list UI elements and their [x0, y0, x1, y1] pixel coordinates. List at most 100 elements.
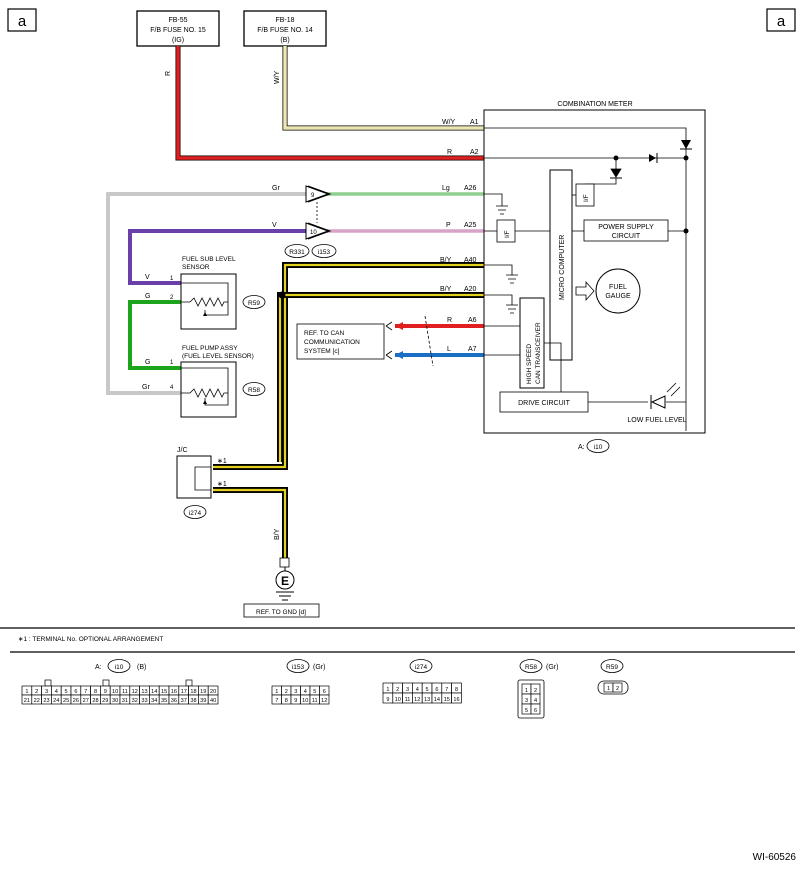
svg-text:GAUGE: GAUGE: [605, 293, 631, 300]
connector-key: [185, 679, 193, 687]
svg-text:FUEL PUMP ASSY: FUEL PUMP ASSY: [182, 345, 238, 352]
svg-text:A:: A:: [95, 664, 102, 671]
connector-pin-label: 27: [83, 698, 89, 704]
svg-text:CIRCUIT: CIRCUIT: [612, 233, 641, 240]
svg-text:(B): (B): [137, 664, 146, 671]
wire-label-by3: B/Y: [274, 528, 281, 540]
connector-pin-label: 5: [525, 708, 528, 714]
connector-pin-label: 19: [200, 689, 206, 695]
svg-text:a: a: [777, 13, 786, 30]
can-reference: REF. TO CAN COMMUNICATION SYSTEM [c]: [296, 323, 385, 360]
connector-pin-label: 25: [63, 698, 69, 704]
connector-pin-label: 20: [210, 689, 216, 695]
connector-pin-label: 1: [275, 689, 278, 695]
connector-pin-label: 10: [302, 698, 308, 704]
wire-v: [128, 229, 308, 285]
connector-pin-label: 2: [616, 686, 619, 692]
wire-label-v: V: [272, 222, 277, 229]
svg-text:R59: R59: [606, 664, 618, 671]
connector-pin-label: 28: [92, 698, 98, 704]
wire-label-l: L: [447, 346, 451, 353]
connector-pin-label: 22: [34, 698, 40, 704]
connector-pin-label: 16: [171, 689, 177, 695]
svg-text:R58: R58: [525, 664, 537, 671]
connector-pin-label: 10: [112, 689, 118, 695]
wire-label-by1: B/Y: [440, 257, 452, 264]
wire-gr: [106, 192, 308, 395]
svg-text:a: a: [18, 13, 27, 30]
connector-pin-label: 23: [43, 698, 49, 704]
connector-pin-cell: [530, 703, 541, 715]
wire-can-l: [395, 351, 484, 359]
connector-pin-label: 6: [74, 689, 77, 695]
connector-pin-label: 5: [65, 689, 68, 695]
wire-label-p: P: [446, 222, 451, 229]
connector-pin-label: 17: [181, 689, 187, 695]
svg-text:J/C: J/C: [177, 447, 188, 454]
connector-pin-label: 4: [55, 689, 58, 695]
connector-pin-label: 12: [414, 697, 420, 703]
connector-pin-label: 3: [406, 687, 409, 693]
connector-pin-label: 8: [455, 687, 458, 693]
terminal-a1: A1: [470, 119, 479, 126]
svg-text:R58: R58: [248, 387, 260, 394]
svg-text:i274: i274: [189, 510, 202, 517]
connector-pin-label: 34: [151, 698, 157, 704]
connector-pin-label: 14: [434, 697, 440, 703]
connector-pin-label: 9: [386, 697, 389, 703]
svg-text:(Gr): (Gr): [313, 664, 325, 671]
fuse-fb18: FB-18 F/B FUSE NO. 14 (B): [243, 10, 327, 47]
svg-text:∗1: ∗1: [217, 481, 227, 488]
joint-connector: 9 10 R331 i153: [284, 185, 337, 258]
svg-text:(B): (B): [280, 37, 289, 44]
svg-text:SENSOR: SENSOR: [182, 264, 210, 271]
twisted-pair-mark: [424, 315, 434, 367]
terminal-a25: A25: [464, 222, 477, 229]
svg-text:FB-18: FB-18: [275, 17, 294, 24]
svg-text:F/B FUSE NO. 15: F/B FUSE NO. 15: [150, 27, 206, 34]
connector-pin-label: 14: [151, 689, 157, 695]
svg-text:COMMUNICATION: COMMUNICATION: [304, 339, 360, 346]
connector-pin-label: 32: [132, 698, 138, 704]
connector-pin-label: 39: [200, 698, 206, 704]
svg-text:F/B FUSE NO. 14: F/B FUSE NO. 14: [257, 27, 313, 34]
connector-pin-label: 8: [285, 698, 288, 704]
svg-text:SYSTEM [c]: SYSTEM [c]: [304, 348, 340, 355]
terminal-a6: A6: [468, 317, 477, 324]
connector-pin-label: 12: [321, 698, 327, 704]
connector-pin-label: 36: [171, 698, 177, 704]
wire-red-a2: [175, 46, 484, 161]
connector-pin-label: 1: [607, 686, 610, 692]
connector-pin-label: 6: [435, 687, 438, 693]
svg-text:(Gr): (Gr): [546, 664, 558, 671]
terminal-a2: A2: [470, 149, 479, 156]
connector-pin-label: 1: [386, 687, 389, 693]
svg-text:A:: A:: [578, 444, 585, 451]
wire-label-by2: B/Y: [440, 286, 452, 293]
svg-text:E: E: [281, 574, 289, 588]
svg-text:R59: R59: [248, 300, 260, 307]
connector-pin-label: 15: [444, 697, 450, 703]
corner-label-left: a: [7, 8, 37, 32]
connector-pin-label: 7: [445, 687, 448, 693]
connector-pin-label: 1: [525, 688, 528, 694]
svg-text:REF. TO CAN: REF. TO CAN: [304, 330, 345, 337]
connector-pin-label: 11: [405, 697, 411, 703]
connector-pin-label: 18: [190, 689, 196, 695]
connector-pin-label: 9: [294, 698, 297, 704]
svg-text:HIGH SPEED: HIGH SPEED: [526, 344, 533, 384]
connector-pin-label: 4: [304, 689, 307, 695]
wire-label-r2: R: [447, 149, 452, 156]
connector-pin-label: 38: [190, 698, 196, 704]
connector-key: [102, 679, 110, 687]
connector-pin-label: 8: [94, 689, 97, 695]
connector-pin-label: 11: [312, 698, 318, 704]
wire-by: [213, 262, 484, 560]
joint-connector-jc: J/C ∗1 ∗1 i274: [176, 447, 227, 519]
connector-pin-label: 3: [45, 689, 48, 695]
wire-label-wy-vertical: W/Y: [274, 70, 281, 84]
connector-pin-label: 6: [323, 689, 326, 695]
